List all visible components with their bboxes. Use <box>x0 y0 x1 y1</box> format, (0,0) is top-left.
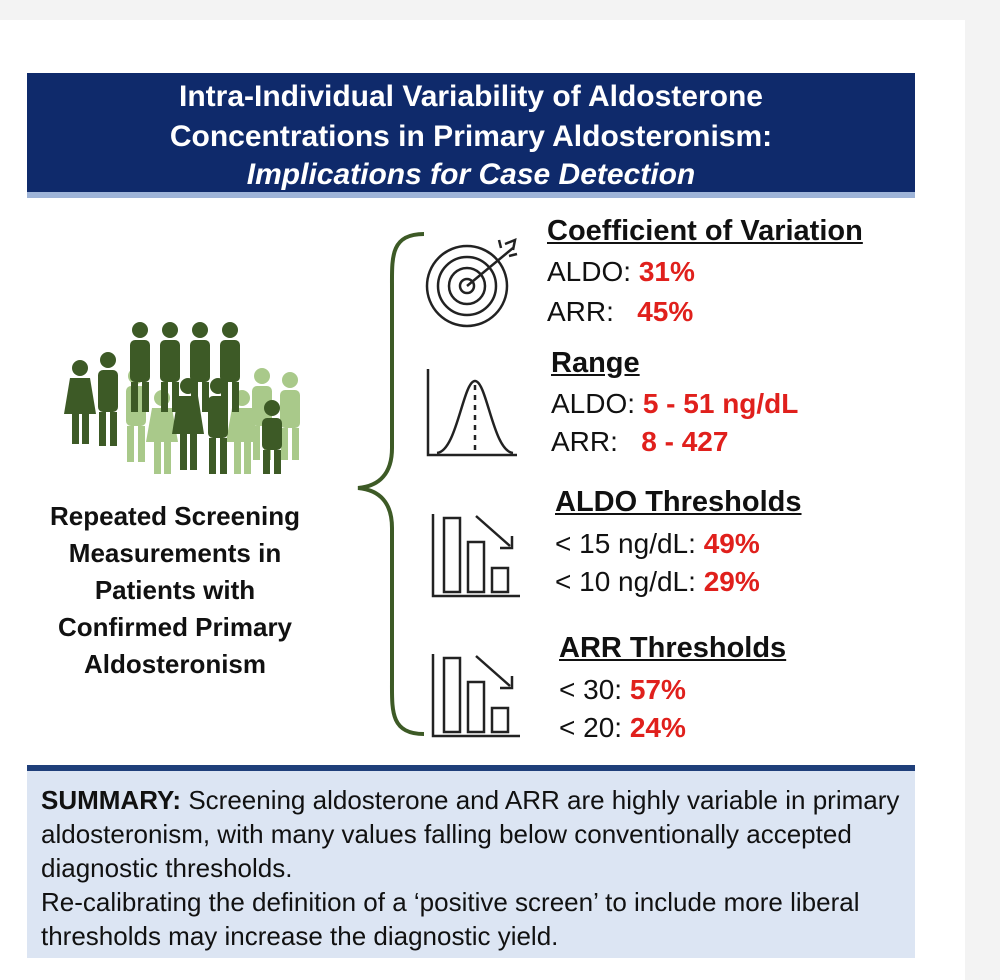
row-value: 29% <box>703 566 760 597</box>
patient-group-caption: Repeated Screening Measurements in Patie… <box>30 498 320 683</box>
aldo-threshold-15-row: < 15 ng/dL: 49% <box>555 528 760 560</box>
row-value: 57% <box>629 674 686 705</box>
row-value: 45% <box>637 296 694 327</box>
range-arr-row: ARR: 8 - 427 <box>551 426 728 458</box>
caption-line: Patients with <box>94 575 256 605</box>
declining-bars-icon <box>431 654 520 738</box>
row-value: 49% <box>703 528 760 559</box>
summary-box: SUMMARY: Screening aldosterone and ARR a… <box>27 765 915 958</box>
aldo-thresholds-title: ALDO Thresholds <box>555 486 802 518</box>
caption-line: Confirmed Primary <box>57 612 293 642</box>
target-icon <box>425 238 518 328</box>
caption-line: Aldosteronism <box>83 649 267 679</box>
patients-crowd-icon <box>64 322 300 474</box>
row-value: 31% <box>638 256 695 287</box>
arr-thresholds-title: ARR Thresholds <box>559 632 787 664</box>
row-label: < 20: <box>559 712 630 743</box>
caption-line: Repeated Screening <box>50 501 300 531</box>
aldo-threshold-10-row: < 10 ng/dL: 29% <box>555 566 760 598</box>
summary-paragraph: Re-calibrating the definition of a ‘posi… <box>41 887 860 951</box>
subtitle: Implications for Case Detection <box>246 158 696 191</box>
summary-text: Screening aldosterone and ARR are highly… <box>41 785 900 883</box>
range-section-title: Range <box>551 347 640 379</box>
row-value: 8 - 427 <box>641 426 729 457</box>
arr-threshold-20-row: < 20: 24% <box>559 712 686 744</box>
row-label: < 30: <box>559 674 630 705</box>
arr-threshold-30-row: < 30: 57% <box>559 674 686 706</box>
row-label: ARR: <box>547 296 638 327</box>
cv-arr-row: ARR: 45% <box>547 296 693 328</box>
summary-lead: SUMMARY: <box>41 785 182 815</box>
caption-line: Measurements in <box>68 538 282 568</box>
declining-bars-icon <box>431 514 520 598</box>
cv-section-title: Coefficient of Variation <box>547 215 863 247</box>
title-banner: Intra-Individual Variability of Aldoster… <box>27 73 915 198</box>
row-value: 24% <box>629 712 686 743</box>
bell-curve-icon <box>426 369 517 457</box>
cv-aldo-row: ALDO: 31% <box>547 256 695 288</box>
row-value: 5 - 51 ng/dL <box>642 388 799 419</box>
title-line-2: Concentrations in Primary Aldosteronism: <box>169 120 773 153</box>
title-line-1: Intra-Individual Variability of Aldoster… <box>179 80 763 113</box>
row-label: ARR: <box>551 426 642 457</box>
curly-brace-icon <box>357 232 425 736</box>
row-label: < 15 ng/dL: <box>555 528 704 559</box>
summary-paragraph: SUMMARY: Screening aldosterone and ARR a… <box>41 783 901 885</box>
row-label: < 10 ng/dL: <box>555 566 704 597</box>
row-label: ALDO: <box>551 388 643 419</box>
range-aldo-row: ALDO: 5 - 51 ng/dL <box>551 388 798 420</box>
row-label: ALDO: <box>547 256 639 287</box>
